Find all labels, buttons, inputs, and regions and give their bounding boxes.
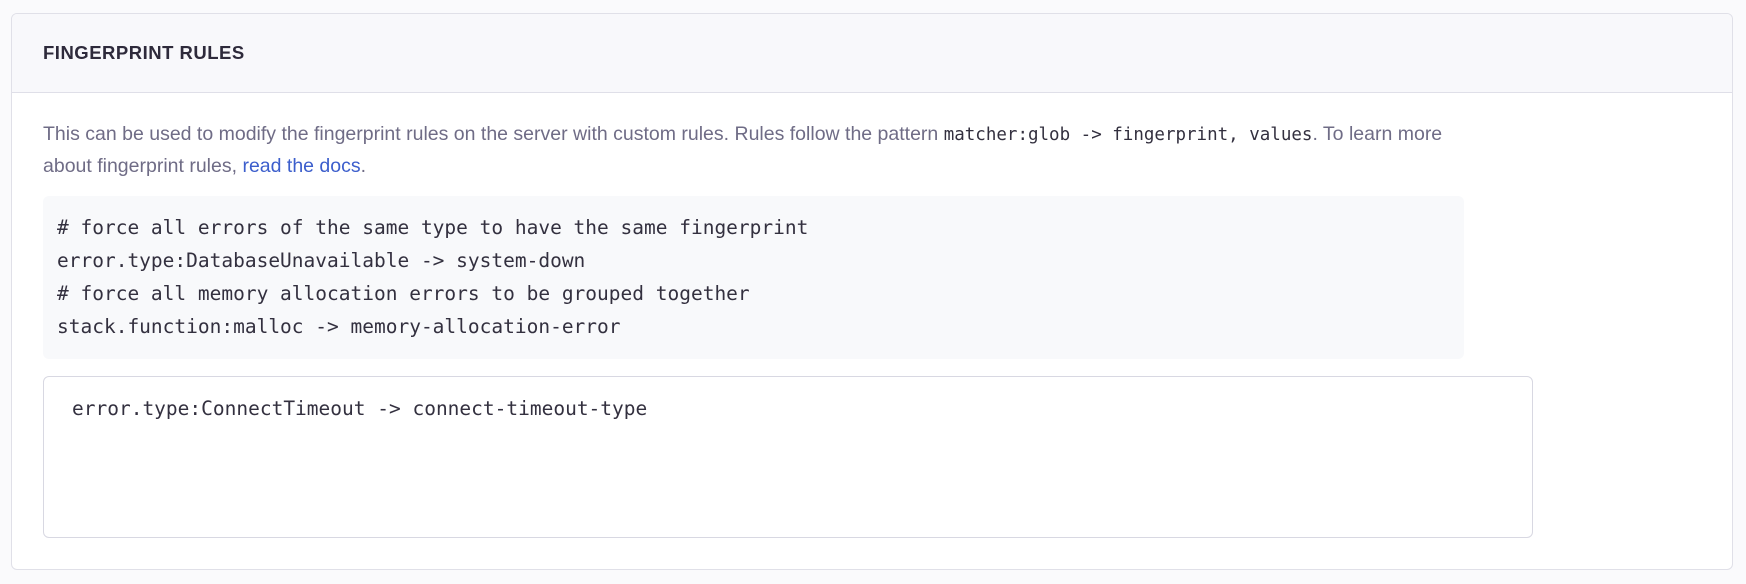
code-line: error.type:DatabaseUnavailable -> system… xyxy=(57,249,586,272)
description-text: This can be used to modify the fingerpri… xyxy=(43,119,1443,182)
description-part-three: . xyxy=(360,155,367,177)
inline-code-pattern: matcher:glob -> fingerprint, values xyxy=(943,125,1313,145)
code-line: # force all errors of the same type to h… xyxy=(57,216,809,239)
fingerprint-rules-input[interactable] xyxy=(43,376,1533,538)
fingerprint-rules-panel: FINGERPRINT RULES This can be used to mo… xyxy=(11,13,1733,570)
read-the-docs-link[interactable]: read the docs xyxy=(242,155,361,177)
code-line: # force all memory allocation errors to … xyxy=(57,282,750,305)
panel-body: This can be used to modify the fingerpri… xyxy=(12,93,1732,538)
example-code-block: # force all errors of the same type to h… xyxy=(43,196,1464,359)
code-line: stack.function:malloc -> memory-allocati… xyxy=(57,315,621,338)
description-part-two: . To learn more about fingerprint rules, xyxy=(43,123,1443,177)
page-title: FINGERPRINT RULES xyxy=(43,41,245,63)
panel-header: FINGERPRINT RULES xyxy=(12,14,1732,93)
description-part-one: This can be used to modify the fingerpri… xyxy=(43,123,944,145)
